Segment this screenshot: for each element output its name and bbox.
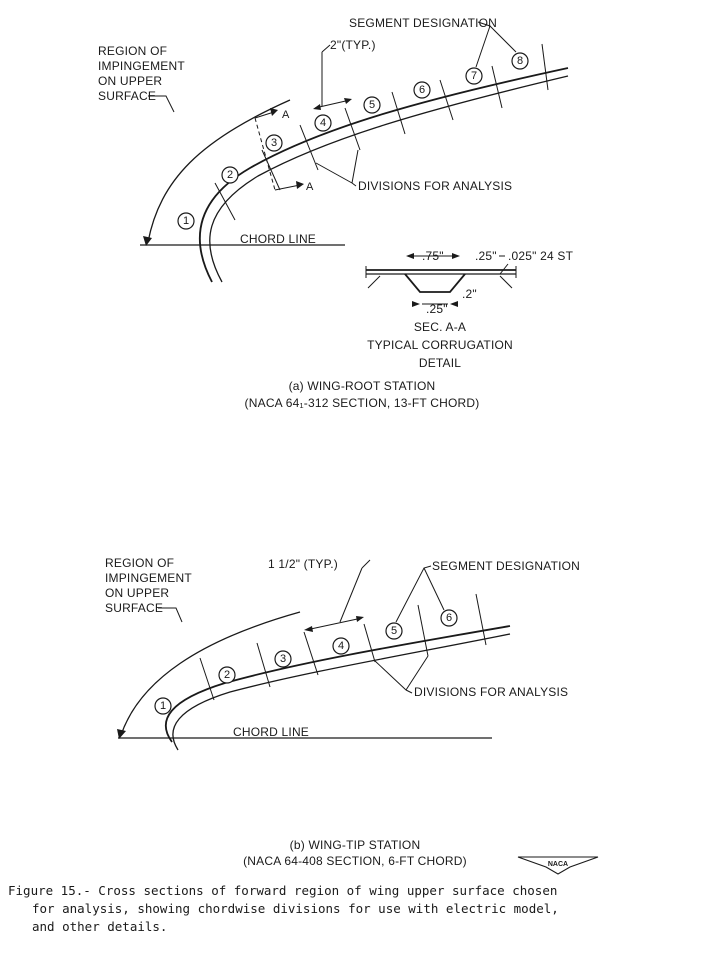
root-impingement-arc bbox=[147, 99, 291, 243]
figure-caption-1: Figure 15.- Cross sections of forward re… bbox=[8, 883, 557, 898]
svg-text:7: 7 bbox=[471, 70, 477, 82]
root-segment-3: 3 bbox=[265, 134, 283, 152]
detail-dim-025-bot: .25" bbox=[426, 302, 448, 316]
root-segment-5: 5 bbox=[363, 96, 381, 114]
root-arc-arrowhead bbox=[143, 236, 152, 246]
svg-text:5: 5 bbox=[369, 99, 375, 111]
svg-text:2: 2 bbox=[224, 669, 230, 681]
svg-text:5: 5 bbox=[391, 625, 397, 637]
root-section-cut: A A bbox=[254, 108, 314, 193]
detail-dim-025-top: .25" bbox=[475, 249, 497, 263]
svg-text:4: 4 bbox=[338, 640, 344, 652]
svg-text:REGION OF: REGION OF bbox=[105, 556, 174, 570]
detail-dim-skin: .025" 24 ST bbox=[508, 249, 574, 263]
svg-text:1 1/2" (TYP.): 1 1/2" (TYP.) bbox=[268, 557, 338, 571]
tip-segment-leaders bbox=[395, 565, 445, 623]
svg-text:6: 6 bbox=[419, 84, 425, 96]
root-segment-8: 8 bbox=[511, 52, 529, 70]
tip-segment-1: 1 bbox=[154, 697, 172, 715]
tip-segment-label: SEGMENT DESIGNATION bbox=[432, 559, 580, 573]
svg-text:3: 3 bbox=[280, 653, 286, 665]
root-region-leader bbox=[148, 95, 175, 113]
tip-chord-label: CHORD LINE bbox=[233, 725, 309, 739]
svg-text:ON UPPER: ON UPPER bbox=[98, 74, 162, 88]
root-airfoil-inner-surface bbox=[209, 75, 569, 283]
svg-text:8: 8 bbox=[517, 55, 523, 67]
tip-caption-1: (b) WING-TIP STATION bbox=[290, 838, 421, 852]
tip-divisions-leaders bbox=[373, 655, 429, 694]
tip-region-label: REGION OF IMPINGEMENT ON UPPER SURFACE bbox=[105, 556, 192, 615]
root-region-label: REGION OF IMPINGEMENT ON UPPER SURFACE bbox=[98, 44, 185, 103]
tip-arc-arrowhead bbox=[117, 729, 126, 739]
root-segment-4: 4 bbox=[314, 114, 332, 132]
svg-text:ON UPPER: ON UPPER bbox=[105, 586, 169, 600]
root-segment-circles: 1 2 3 4 5 6 7 8 bbox=[177, 52, 529, 230]
detail-dim-075: .75" bbox=[422, 249, 444, 263]
root-segment-label: SEGMENT DESIGNATION bbox=[349, 16, 497, 30]
root-caption-2: (NACA 64₁-312 SECTION, 13-FT CHORD) bbox=[245, 396, 480, 410]
root-airfoil-outer-surface bbox=[199, 67, 569, 283]
tip-division-lines bbox=[199, 593, 487, 701]
root-segment-2: 2 bbox=[221, 166, 239, 184]
svg-text:1: 1 bbox=[183, 215, 189, 227]
detail-title-3: DETAIL bbox=[419, 356, 461, 370]
svg-text:4: 4 bbox=[320, 117, 326, 129]
svg-text:NACA: NACA bbox=[548, 861, 568, 868]
tip-airfoil-inner-surface bbox=[172, 633, 511, 751]
svg-text:REGION OF: REGION OF bbox=[98, 44, 167, 58]
svg-text:A: A bbox=[282, 109, 290, 121]
svg-text:6: 6 bbox=[446, 612, 452, 624]
tip-segment-6: 6 bbox=[440, 609, 458, 627]
root-segment-7: 7 bbox=[465, 67, 483, 85]
svg-text:A: A bbox=[306, 181, 314, 193]
tip-divisions-label: DIVISIONS FOR ANALYSIS bbox=[414, 685, 568, 699]
root-segment-1: 1 bbox=[177, 212, 195, 230]
svg-text:IMPINGEMENT: IMPINGEMENT bbox=[105, 571, 192, 585]
detail-title-2: TYPICAL CORRUGATION bbox=[367, 338, 513, 352]
tip-segment-5: 5 bbox=[385, 622, 403, 640]
root-typ-dimension: 2"(TYP.) bbox=[313, 38, 376, 110]
tip-region-leader bbox=[158, 607, 183, 623]
svg-text:SURFACE: SURFACE bbox=[98, 89, 156, 103]
corrugation-detail: .75" .25" .025" 24 ST .2" .25" SEC. A-A … bbox=[365, 249, 574, 370]
root-division-lines bbox=[214, 43, 549, 221]
root-segment-leaders bbox=[475, 21, 517, 68]
naca-logo: NACA bbox=[517, 856, 599, 875]
figure-caption-2: for analysis, showing chordwise division… bbox=[32, 901, 559, 916]
svg-text:IMPINGEMENT: IMPINGEMENT bbox=[98, 59, 185, 73]
root-divisions-label: DIVISIONS FOR ANALYSIS bbox=[358, 179, 512, 193]
tip-caption-2: (NACA 64-408 SECTION, 6-FT CHORD) bbox=[243, 854, 467, 868]
root-chord-label: CHORD LINE bbox=[240, 232, 316, 246]
svg-text:SURFACE: SURFACE bbox=[105, 601, 163, 615]
svg-text:1: 1 bbox=[160, 700, 166, 712]
svg-text:3: 3 bbox=[271, 137, 277, 149]
tip-segment-circles: 1 2 3 4 5 6 bbox=[154, 609, 458, 715]
tip-segment-4: 4 bbox=[332, 637, 350, 655]
root-divisions-leaders bbox=[315, 149, 359, 187]
tip-station-diagram: CHORD LINE REGION OF IMPINGEMENT ON UPPE… bbox=[105, 556, 580, 751]
svg-text:2: 2 bbox=[227, 169, 233, 181]
tip-segment-3: 3 bbox=[274, 650, 292, 668]
root-segment-6: 6 bbox=[413, 81, 431, 99]
root-caption-1: (a) WING-ROOT STATION bbox=[289, 379, 436, 393]
tip-airfoil-outer-surface bbox=[164, 625, 511, 743]
root-station-diagram: CHORD LINE REGION OF IMPINGEMENT ON UPPE… bbox=[98, 16, 569, 283]
tip-segment-2: 2 bbox=[218, 666, 236, 684]
detail-title-1: SEC. A-A bbox=[414, 320, 466, 334]
svg-text:2"(TYP.): 2"(TYP.) bbox=[330, 38, 376, 52]
figure-caption-3: and other details. bbox=[32, 919, 167, 934]
tip-impingement-arc bbox=[120, 611, 301, 736]
detail-dim-02: .2" bbox=[462, 287, 477, 301]
tip-typ-dimension: 1 1/2" (TYP.) bbox=[268, 557, 371, 632]
